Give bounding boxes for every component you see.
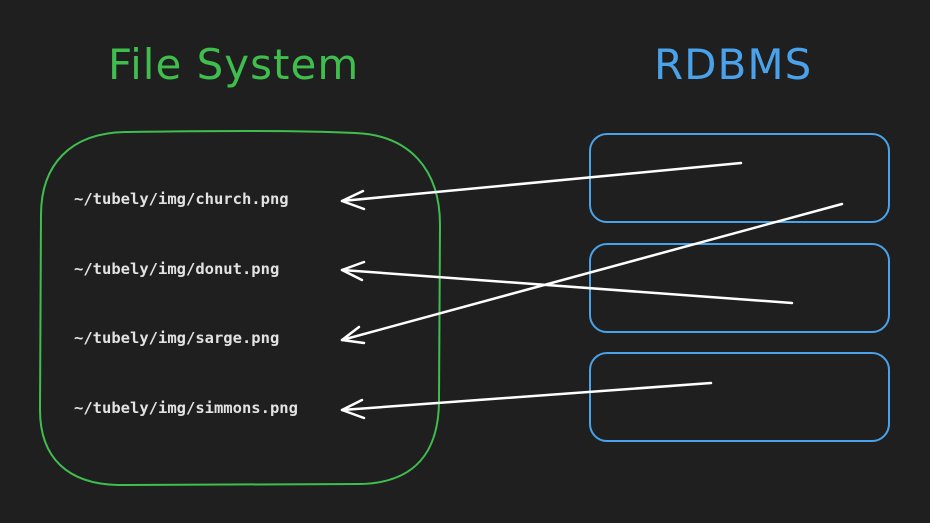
arrow-row1-to-sarge [340, 202, 844, 342]
file-path-sarge: ~/tubely/img/sarge.png [74, 329, 280, 347]
rdbms-title: RDBMS [654, 40, 813, 89]
rdbms-row-2 [589, 243, 890, 333]
arrowhead-sarge [340, 325, 366, 345]
file-path-simmons: ~/tubely/img/simmons.png [74, 399, 298, 417]
rdbms-row-3 [589, 352, 890, 442]
arrowhead-church [340, 189, 366, 211]
rdbms-row-1 [589, 133, 890, 223]
arrowhead-simmons [340, 398, 366, 420]
file-system-container [38, 130, 442, 487]
arrow-row1-to-church [340, 161, 743, 203]
arrow-row2-to-donut [340, 268, 794, 305]
file-path-donut: ~/tubely/img/donut.png [74, 260, 280, 278]
arrow-row3-to-simmons [340, 381, 713, 412]
file-system-title: File System [108, 40, 360, 89]
arrowhead-donut [340, 260, 366, 282]
file-path-church: ~/tubely/img/church.png [74, 190, 289, 208]
